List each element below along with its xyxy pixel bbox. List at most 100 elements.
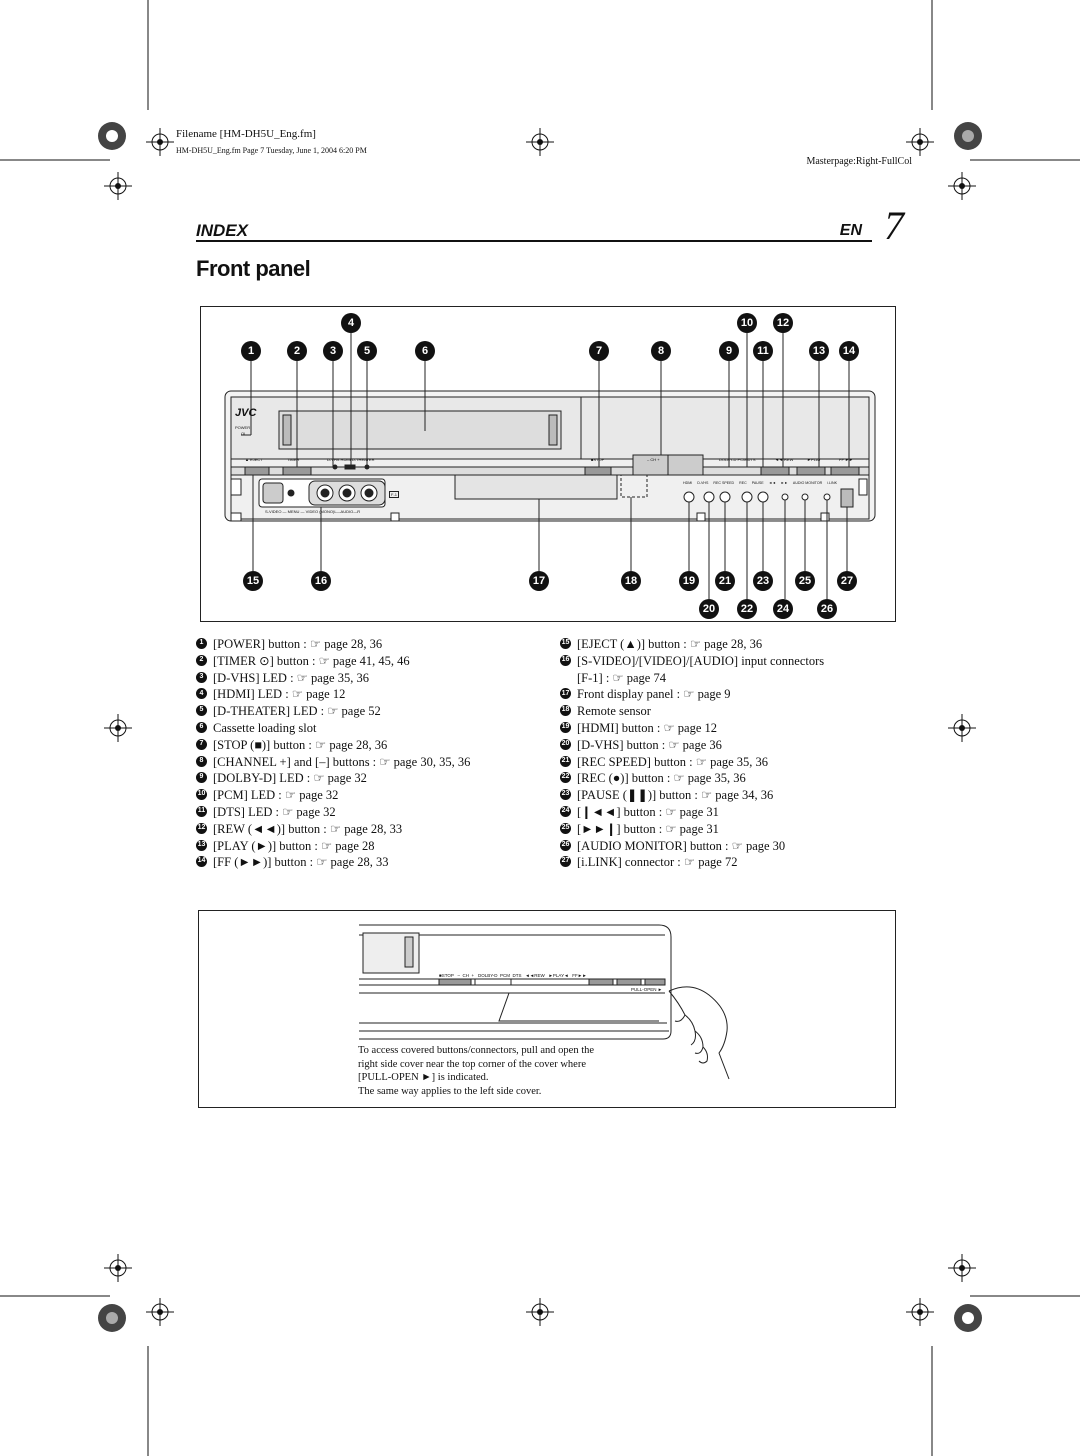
eject-label: ▲ EJECT	[245, 457, 263, 462]
callout-2: 2	[287, 341, 307, 361]
timer-label: TIMER	[287, 457, 300, 462]
list-item: 8[CHANNEL +] and [–] buttons : ☞ page 30…	[196, 754, 470, 771]
list-item: 26[AUDIO MONITOR] button : ☞ page 30	[560, 838, 786, 853]
callout-3: 3	[323, 341, 343, 361]
cover-illustration	[359, 924, 730, 1080]
index-list-right: 15[EJECT (▲)] button : ☞ page 28, 36 16[…	[560, 636, 824, 871]
callout-1: 1	[241, 341, 261, 361]
lower-label-rec-speed: REC SPEED	[713, 481, 735, 485]
callout-23: 23	[753, 571, 773, 591]
list-item: 27[i.LINK] connector : ☞ page 72	[560, 855, 738, 870]
lower-label-ilink: i.LINK	[827, 481, 838, 485]
list-item: 21[REC SPEED] button : ☞ page 35, 36	[560, 754, 769, 769]
callout-25: 25	[795, 571, 815, 591]
stop-label: ■STOP	[591, 457, 605, 462]
callout-17: 17	[529, 571, 549, 591]
list-item: 12[REW (◄◄)] button : ☞ page 28, 33	[196, 821, 403, 836]
list-item: 2[TIMER ⊙] button : ☞ page 41, 45, 46	[196, 653, 470, 670]
callout-16: 16	[311, 571, 331, 591]
callout-13: 13	[809, 341, 829, 361]
header-masterpage: Masterpage:Right-FullCol	[806, 156, 912, 167]
cover-caption: To access covered buttons/connectors, pu…	[358, 1044, 594, 1098]
list-item: 22[REC (●)] button : ☞ page 35, 36	[560, 771, 746, 786]
callout-5: 5	[357, 341, 377, 361]
list-item: 25[►►❙] button : ☞ page 31	[560, 821, 719, 836]
header-filename: Filename [HM-DH5U_Eng.fm]	[176, 128, 316, 140]
list-item: 15[EJECT (▲)] button : ☞ page 28, 36	[560, 637, 763, 651]
callout-27: 27	[837, 571, 857, 591]
callout-4: 4	[341, 313, 361, 333]
callout-21: 21	[715, 571, 735, 591]
callout-6: 6	[415, 341, 435, 361]
lower-label-hdmi: HDMI	[683, 481, 693, 485]
page-title: Front panel	[196, 256, 311, 281]
list-item-continuation: [F-1] : ☞ page 74	[577, 670, 666, 685]
cover-illustration-box: ■STOP – CH + DOLBY-D PCM DTS ◄◄REW ►PLAY…	[198, 910, 896, 1108]
pull-open-label: PULL-OPEN ►	[631, 987, 663, 992]
front-panel-diagram: 1 2 3 4 5 6 7 8 9 10 11 12 13 14 15 16 1…	[200, 306, 896, 622]
callout-22: 22	[737, 599, 757, 619]
callout-26: 26	[817, 599, 837, 619]
section-label: INDEX	[196, 221, 248, 240]
list-item: 3[D-VHS] LED : ☞ page 35, 36	[196, 670, 470, 687]
list-item: 16[S-VIDEO]/[VIDEO]/[AUDIO] input connec…	[560, 653, 825, 668]
led-labels: D-VHS HDMI D-THEATER	[327, 457, 375, 462]
lower-label-prev: ◄◄	[768, 481, 776, 485]
dolby-label: DOLBY-D PCM DTS	[719, 457, 756, 462]
ff-label: FF ►►	[839, 457, 853, 462]
list-item: 23[PAUSE (❚❚)] button : ☞ page 34, 36	[560, 788, 774, 803]
callout-7: 7	[589, 341, 609, 361]
lower-label-pause: PAUSE	[751, 481, 764, 485]
cover-caption-line-3: [PULL-OPEN ►] is indicated.	[358, 1072, 489, 1083]
callout-18: 18	[621, 571, 641, 591]
list-item: 14[FF (►►)] button : ☞ page 28, 33	[196, 855, 389, 870]
lower-label-dvhs: D-VHS	[697, 481, 709, 485]
cover-caption-line-2: right side cover near the top corner of …	[358, 1058, 586, 1070]
device-illustration	[224, 333, 876, 599]
lower-label-next: ►►	[780, 481, 788, 485]
input-row-label: S-VIDEO — MENU — VIDEO (MONO)L—AUDIO—R	[265, 509, 361, 514]
list-item: 10[PCM] LED : ☞ page 32	[196, 788, 339, 803]
list-item: 1[POWER] button : ☞ page 28, 36	[196, 636, 470, 653]
callout-19: 19	[679, 571, 699, 591]
callout-8: 8	[651, 341, 671, 361]
list-item: 20[D-VHS] button : ☞ page 36	[560, 737, 722, 752]
list-item: 24[❙◄◄] button : ☞ page 31	[560, 804, 719, 819]
play-label: ►PLAY	[807, 457, 821, 462]
header-fileinfo: HM-DH5U_Eng.fm Page 7 Tuesday, June 1, 2…	[176, 146, 367, 155]
list-item: 13[PLAY (►)] button : ☞ page 28	[196, 838, 375, 853]
callout-9: 9	[719, 341, 739, 361]
power-sub-label: OΙ	[241, 431, 246, 436]
callout-15: 15	[243, 571, 263, 591]
callout-20: 20	[699, 599, 719, 619]
language-label: EN	[839, 222, 862, 239]
callout-10: 10	[737, 313, 757, 333]
index-list-left: 1[POWER] button : ☞ page 28, 36 2[TIMER …	[196, 636, 470, 871]
list-item: 4[HDMI] LED : ☞ page 12	[196, 686, 470, 703]
callout-11: 11	[753, 341, 773, 361]
list-item: 7[STOP (■)] button : ☞ page 28, 36	[196, 737, 470, 754]
page-number: 7	[884, 203, 904, 248]
list-item: 5[D-THEATER] LED : ☞ page 52	[196, 703, 470, 720]
rew-label: ◄◄ REW	[775, 457, 794, 462]
list-item: 9[DOLBY-D] LED : ☞ page 32	[196, 770, 470, 787]
callout-14: 14	[839, 341, 859, 361]
cover-caption-line-1: To access covered buttons/connectors, pu…	[358, 1045, 595, 1056]
callout-24: 24	[773, 599, 793, 619]
cover-panel-labels: ■STOP – CH + DOLBY-D PCM DTS ◄◄REW ►PLAY…	[439, 973, 587, 978]
list-item: 19[HDMI] button : ☞ page 12	[560, 720, 718, 735]
section-rule	[196, 240, 872, 242]
lower-label-audio-monitor: AUDIO MONITOR	[792, 481, 823, 485]
ch-label: – CH +	[647, 457, 660, 462]
f1-label: F-1	[389, 491, 399, 498]
cover-caption-line-4: The same way applies to the left side co…	[358, 1085, 542, 1097]
lower-button-labels: HDMI D-VHS REC SPEED REC PAUSE ◄◄ ►► AUD…	[683, 481, 837, 485]
list-item: 11[DTS] LED : ☞ page 32	[196, 804, 336, 819]
brand-logo: JVC	[235, 407, 257, 419]
callout-12: 12	[773, 313, 793, 333]
lower-label-rec: REC	[739, 481, 747, 485]
